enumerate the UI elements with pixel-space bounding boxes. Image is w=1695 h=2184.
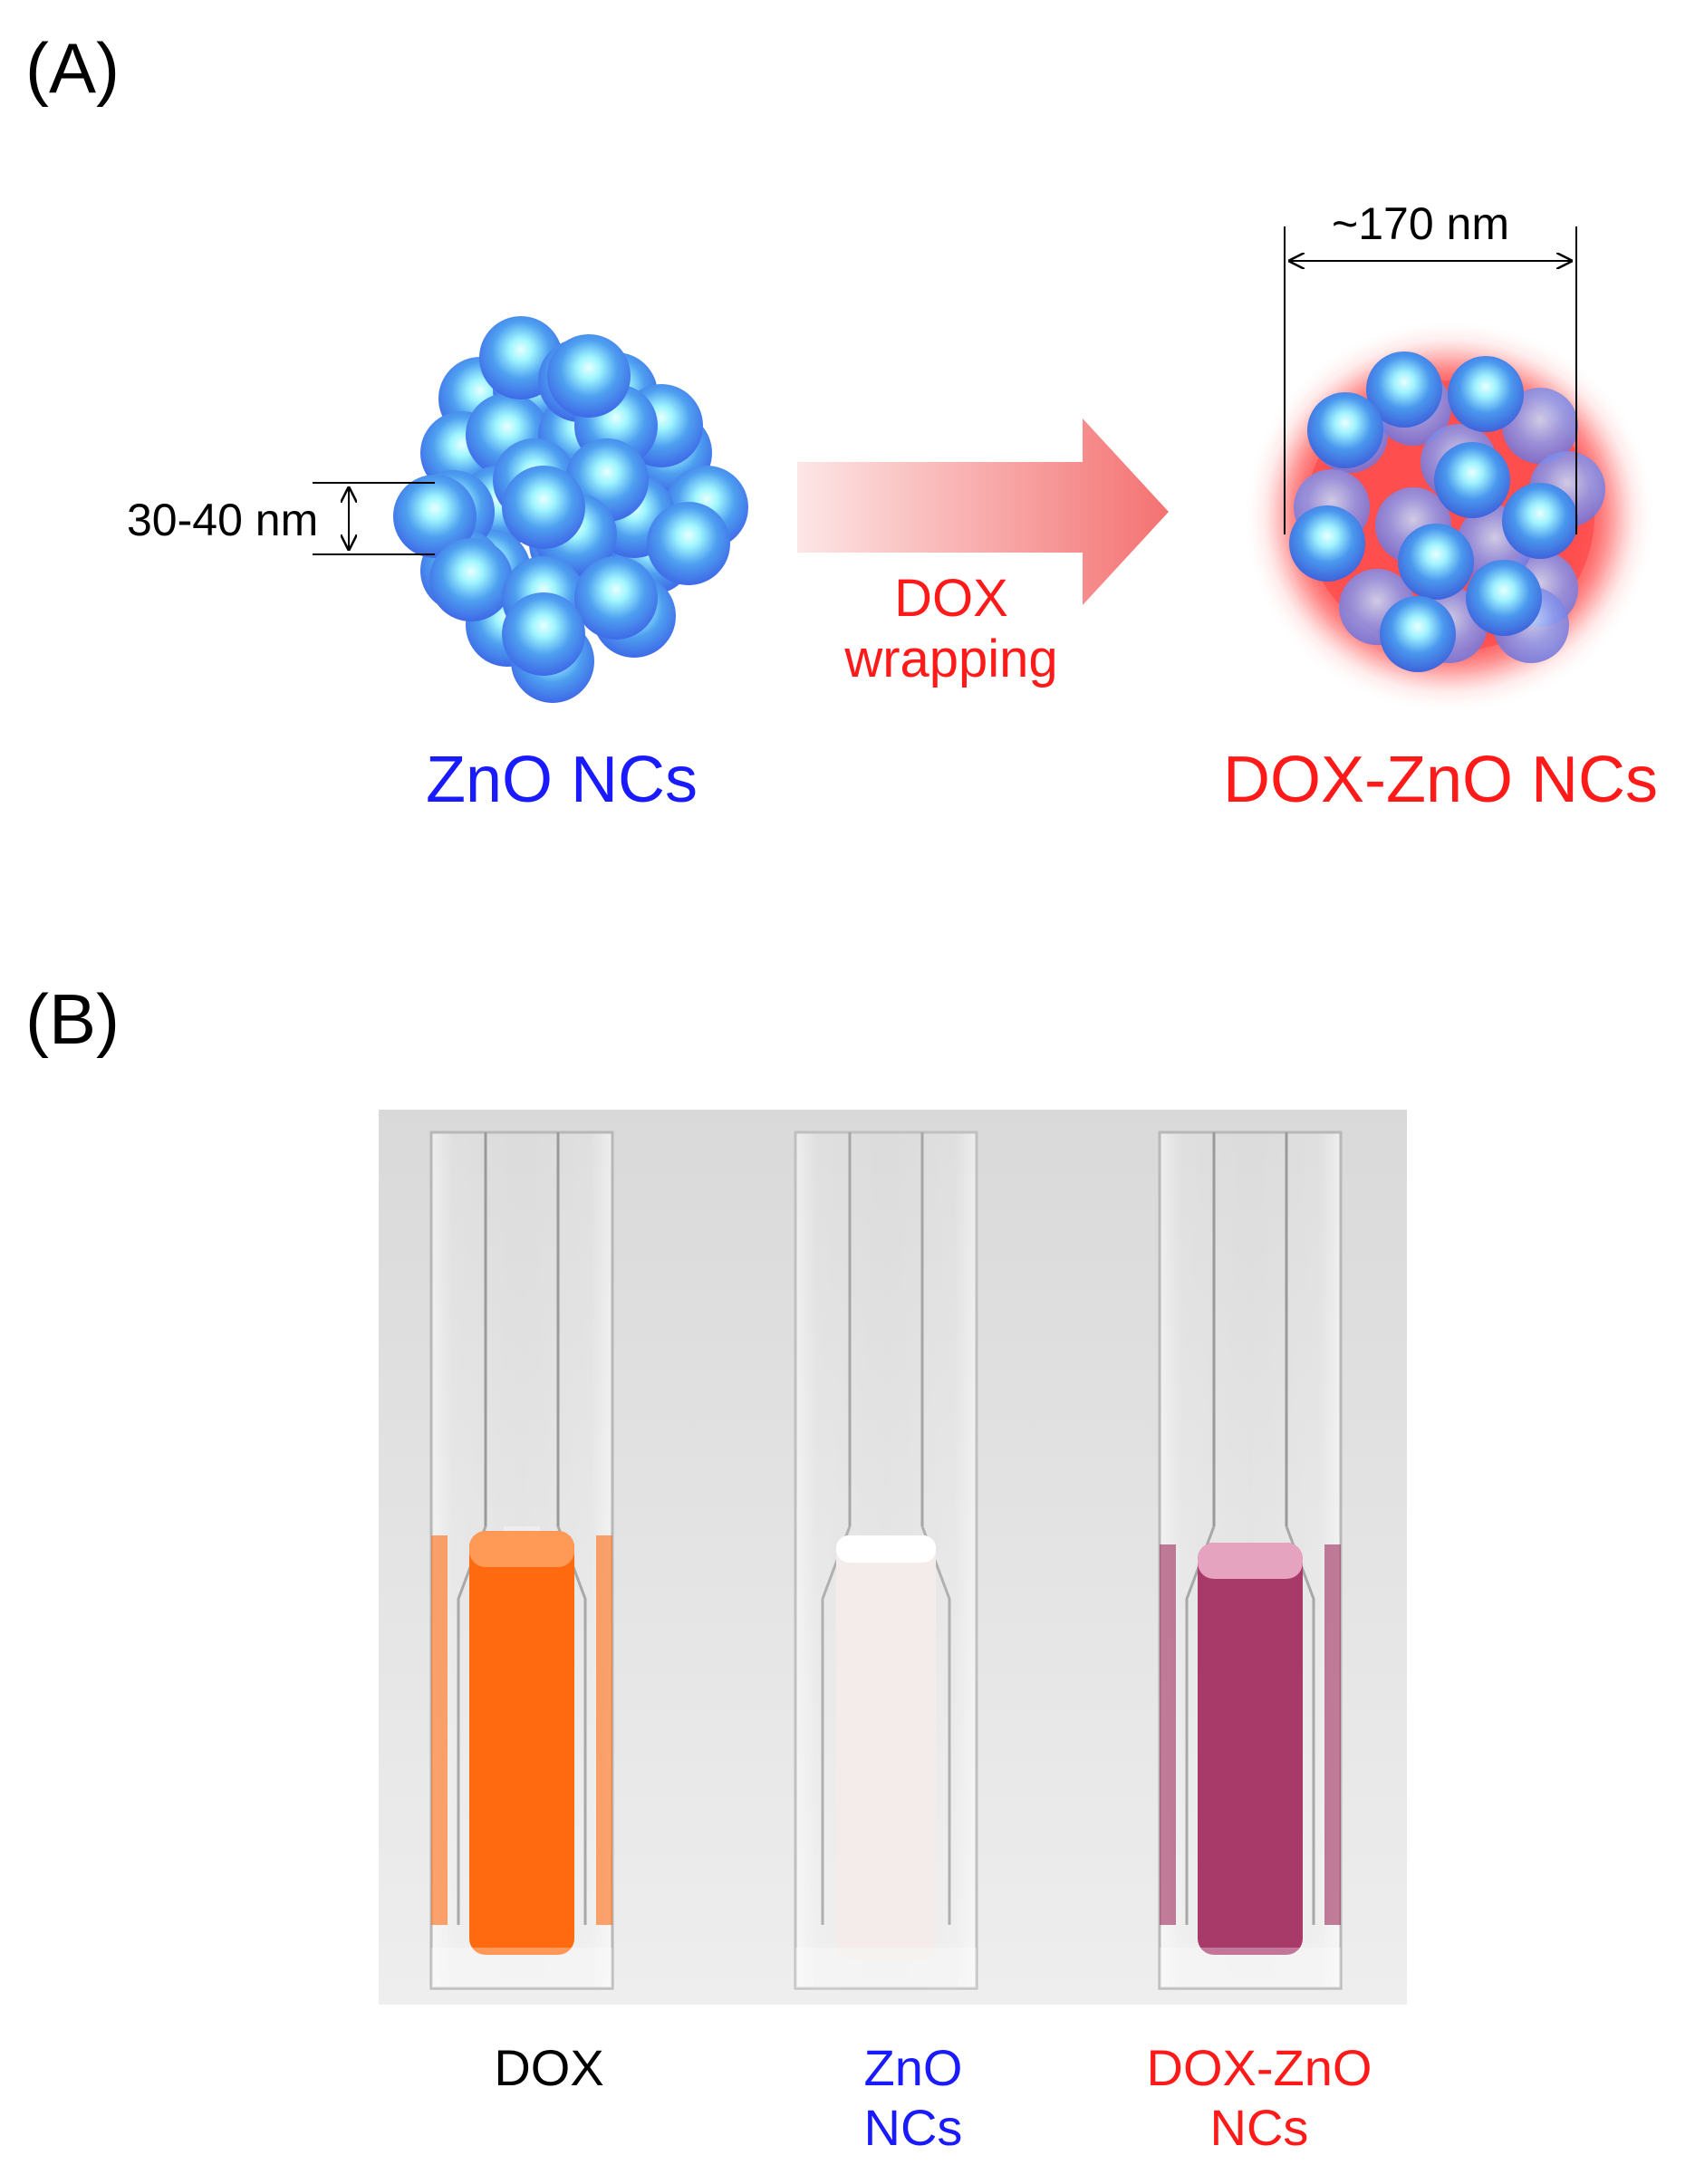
caption-dox-zno-line2: NCs bbox=[1209, 2099, 1309, 2157]
dox-zno-size-marker bbox=[1284, 226, 1577, 534]
wrapping-arrow bbox=[797, 419, 1169, 605]
caption-zno-line2: NCs bbox=[863, 2099, 963, 2157]
arrow-caption-line1: DOX bbox=[894, 569, 1008, 628]
dox-zno-cluster bbox=[1282, 351, 1617, 675]
caption-dox: DOX bbox=[431, 2038, 667, 2098]
caption-zno: ZnO NCs bbox=[795, 2038, 1031, 2158]
cuvette-dox-liquid bbox=[469, 1531, 574, 1955]
panel-b-label: (B) bbox=[25, 979, 120, 1059]
arrow-caption-line2: wrapping bbox=[844, 629, 1058, 688]
caption-dox-line1: DOX bbox=[494, 2039, 604, 2096]
cuvette-dox-zno-liquid bbox=[1198, 1543, 1303, 1955]
dox-zno-size-label: ~170 nm bbox=[1332, 198, 1509, 249]
zno-size-marker bbox=[313, 482, 435, 555]
cuvette-zno bbox=[794, 1130, 978, 1990]
caption-dox-zno: DOX-ZnO NCs bbox=[1087, 2038, 1431, 2158]
cuvette-dox bbox=[429, 1130, 614, 1990]
panel-a-label: (A) bbox=[25, 28, 120, 108]
arrow-caption: DOX wrapping bbox=[815, 569, 1087, 689]
cuvette-dox-zno bbox=[1158, 1130, 1343, 1990]
dox-zno-title: DOX-ZnO NCs bbox=[1223, 744, 1659, 816]
zno-title: ZnO NCs bbox=[426, 744, 698, 816]
cuvette-photo bbox=[379, 1110, 1407, 2005]
cuvette-zno-liquid bbox=[836, 1535, 936, 1959]
caption-zno-line1: ZnO bbox=[863, 2039, 963, 2096]
zno-cluster bbox=[393, 316, 748, 703]
zno-size-label: 30-40 nm bbox=[127, 495, 319, 545]
caption-dox-zno-line1: DOX-ZnO bbox=[1146, 2039, 1372, 2096]
panel-a-diagram bbox=[313, 226, 1617, 703]
